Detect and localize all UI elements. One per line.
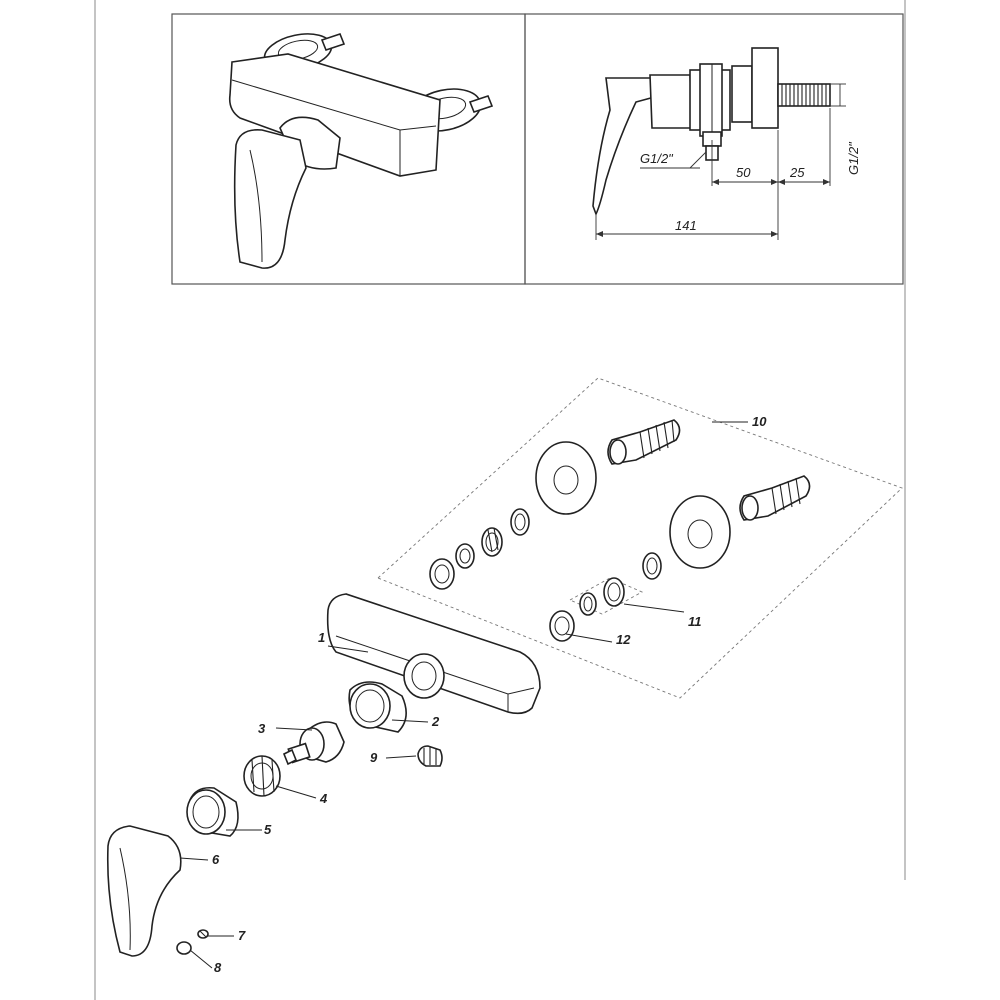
mixer-body [326,593,541,715]
connection-kit-boundary [377,377,903,699]
dim-thread-left: G1/2" [640,151,674,166]
callout-5: 5 [264,822,272,837]
dim-thread-right: G1/2" [846,141,861,175]
eccentric-thread-upper [607,419,681,465]
dimension-lines [595,83,846,240]
perspective-mixer-body [228,53,441,177]
callout-3: 3 [258,721,266,736]
dim-141: 141 [675,218,697,233]
callout-10: 10 [752,414,767,429]
side-view-body [649,63,753,137]
dim-25: 25 [789,165,805,180]
side-view-thread [777,83,831,107]
cartridge-sleeve [348,681,407,733]
dim-50: 50 [736,165,751,180]
side-view-flange [751,47,779,129]
nut-set-boundary [568,577,644,615]
perspective-handle-lever [233,128,307,269]
callout-1: 1 [318,630,325,645]
upper-nut-chain [429,508,530,590]
cartridge-nut [243,755,281,797]
callout-4: 4 [319,791,328,806]
wall-flange-upper [535,441,597,515]
screw-cap [176,941,192,955]
callout-leaders [179,421,748,969]
handle-lever [106,825,182,957]
page-frame [94,0,906,1000]
cartridge-cover [186,786,239,837]
exploded-view: 1 2 3 4 5 6 7 8 9 10 11 12 [106,377,903,975]
callout-labels: 1 2 3 4 5 6 7 8 9 10 11 12 [212,414,767,975]
side-view-panel: G1/2" 50 25 141 G1/2" [524,13,904,285]
wall-flange-lower [669,495,731,569]
lower-nut-chain [549,552,662,642]
callout-12: 12 [616,632,631,647]
callout-2: 2 [431,714,440,729]
perspective-view-panel [171,13,526,285]
eccentric-thread-lower [739,475,811,521]
side-view-handle [592,77,659,216]
outlet-filter [417,745,443,767]
callout-7: 7 [238,928,246,943]
cartridge [282,721,345,766]
callout-9: 9 [370,750,378,765]
set-screw [197,929,209,939]
callout-8: 8 [214,960,222,975]
callout-11: 11 [688,614,702,629]
callout-6: 6 [212,852,220,867]
